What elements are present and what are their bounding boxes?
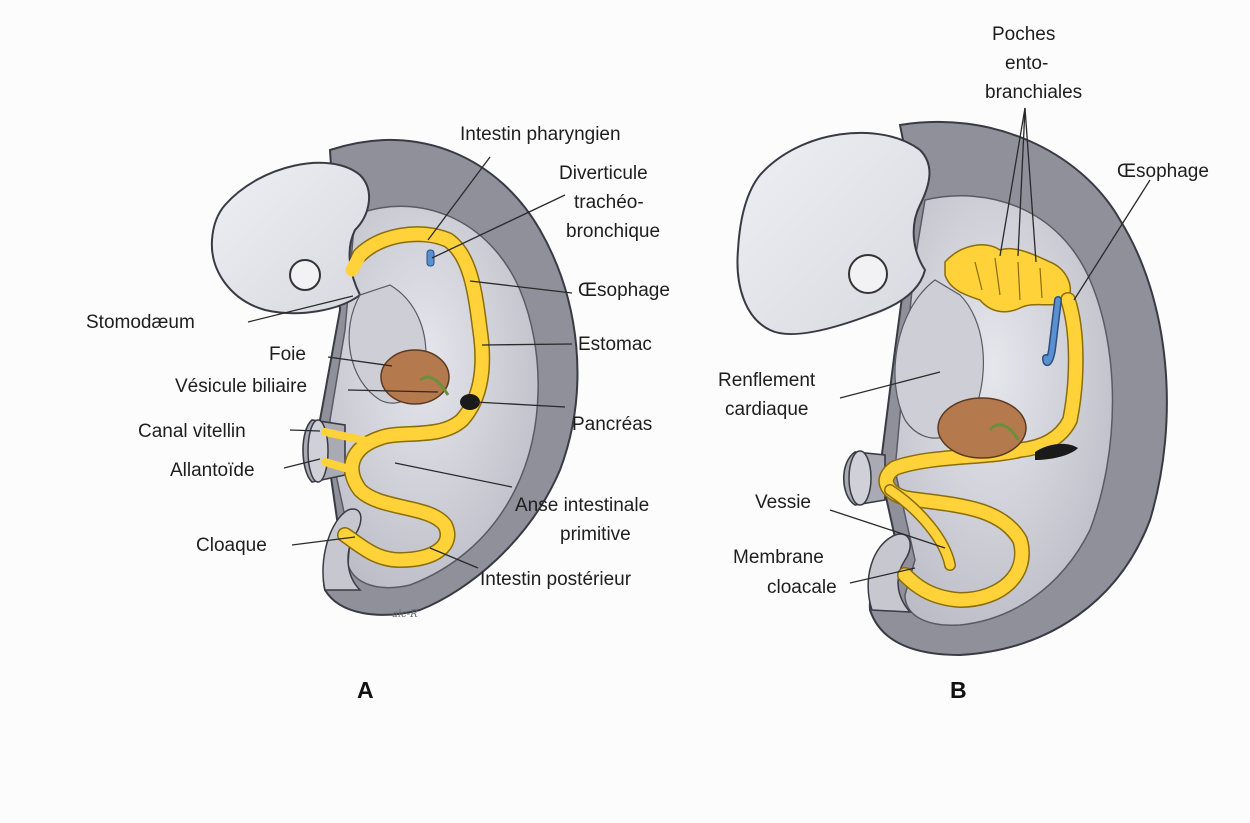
label-anse-line2: primitive [560, 524, 631, 545]
label-diverticule-line3: bronchique [566, 221, 660, 242]
label-allantoide: Allantoïde [170, 460, 255, 481]
label-pancreas: Pancréas [572, 414, 652, 435]
embryo-b-eye [849, 255, 887, 293]
label-canal-vitellin: Canal vitellin [138, 421, 246, 442]
label-vessie: Vessie [755, 492, 811, 513]
embryo-b-yolk-stalk-opening [849, 451, 871, 505]
label-diverticule-line1: Diverticule [559, 163, 648, 184]
label-poches-line3: branchiales [985, 82, 1082, 103]
label-diverticule-line2: trachéo- [574, 192, 644, 213]
liver-a [381, 350, 449, 404]
embryo-a-eye [290, 260, 320, 290]
label-poches-line1: Poches [992, 24, 1055, 45]
label-membrane-line1: Membrane [733, 547, 824, 568]
label-oesophage-b: Œsophage [1117, 161, 1209, 182]
label-poches-line2: ento- [1005, 53, 1048, 74]
liver-b [938, 398, 1026, 458]
panel-a-letter: A [357, 677, 374, 703]
label-renflement-line1: Renflement [718, 370, 816, 391]
label-estomac: Estomac [578, 334, 652, 355]
label-membrane-line2: cloacale [767, 577, 837, 598]
label-oesophage-a: Œsophage [578, 280, 670, 301]
label-vesicule-biliaire: Vésicule biliaire [175, 376, 307, 397]
embryo-a-head [212, 163, 369, 313]
label-anse-line1: Anse intestinale [515, 495, 649, 516]
label-stomodaeum: Stomodæum [86, 312, 195, 333]
signature: alc-R [392, 609, 418, 620]
gut-a-pharynx [352, 255, 360, 270]
panel-b-letter: B [950, 677, 967, 703]
label-renflement-line2: cardiaque [725, 399, 808, 420]
label-intestin-pharyngien: Intestin pharyngien [460, 124, 621, 145]
panel-a: alc-R Intestin pharyngien Diverticule tr… [86, 124, 670, 703]
panel-b: Poches ento- branchiales Œsophage Renfle… [718, 24, 1209, 703]
label-foie: Foie [269, 344, 306, 365]
label-intestin-posterieur: Intestin postérieur [480, 569, 632, 590]
label-cloaque: Cloaque [196, 535, 267, 556]
